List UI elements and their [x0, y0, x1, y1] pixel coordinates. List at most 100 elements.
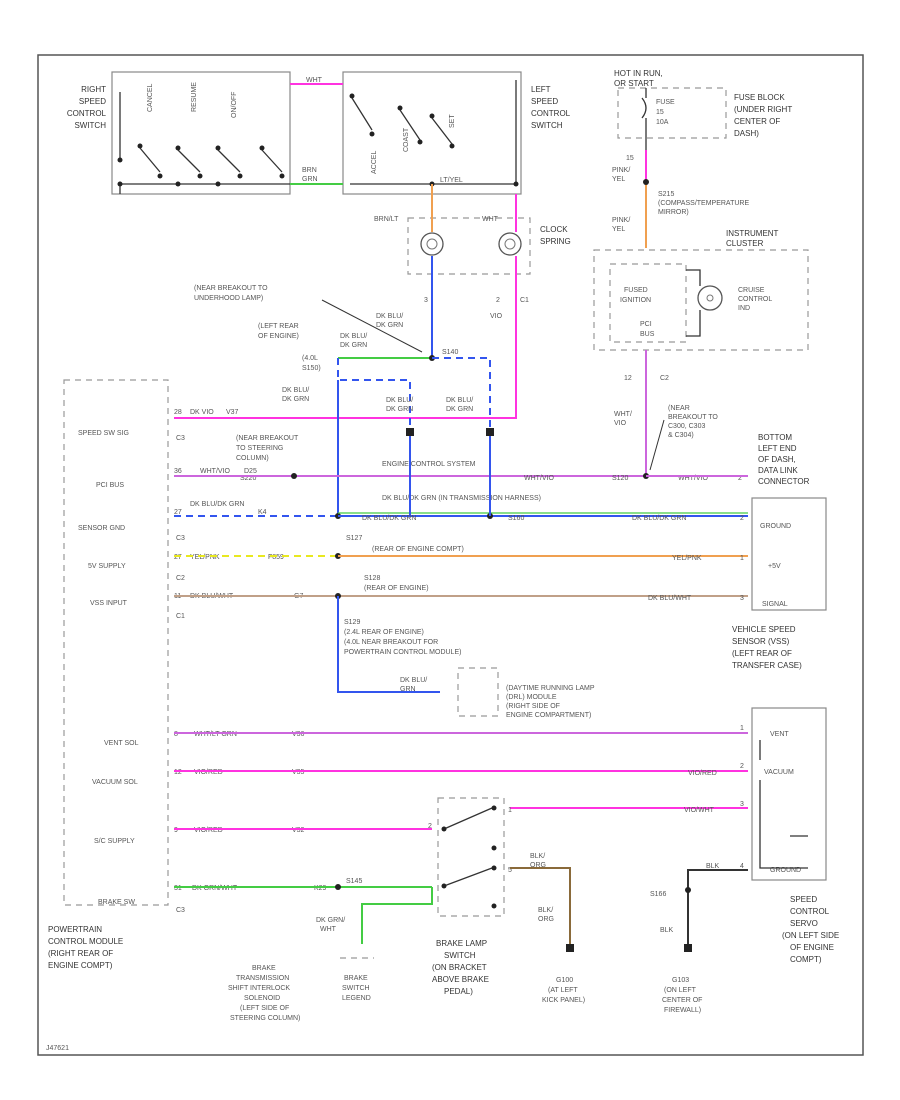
pin-label: 3	[740, 801, 744, 808]
pin-label: 1	[740, 555, 744, 562]
pcm-pin-name: VENT SOL	[104, 740, 139, 747]
label-line: BRAKE LAMP	[436, 939, 487, 948]
conn-label: C1	[520, 297, 529, 304]
wire-label: PINK/	[612, 167, 630, 174]
wire-label: GRN	[400, 686, 416, 693]
wire-label: GRN	[302, 176, 318, 183]
label-line: DATA LINK	[758, 466, 798, 475]
label-line: ENGINE COMPARTMENT)	[506, 712, 591, 719]
wire-label: BRN	[302, 167, 317, 174]
label-line: (DRL) MODULE	[506, 694, 557, 701]
pin-number: 8	[174, 731, 178, 738]
label-line: SHIFT INTERLOCK	[228, 985, 290, 992]
pin-label: 2	[740, 515, 744, 522]
pin-label: 5	[508, 867, 512, 874]
label-line: (DAYTIME RUNNING LAMP	[506, 685, 595, 692]
wire-label: VIO	[614, 420, 627, 427]
label-line: PCI	[640, 321, 652, 328]
diagram-frame	[37, 54, 864, 1056]
clock-spring: CLOCK SPRING BRN/LT WHT 3 2 C1 DK BLU/ D…	[374, 216, 571, 329]
wire-label: BLK	[660, 927, 674, 934]
cancel-switch-label: CANCEL	[147, 83, 154, 112]
pin-label: 3	[740, 595, 744, 602]
label-line: (RIGHT REAR OF	[48, 949, 113, 958]
label-line: HOT IN RUN,	[614, 69, 663, 78]
circuit-label: V35	[292, 769, 305, 776]
wire-label: BLK/	[538, 907, 553, 914]
label-line: SWITCH	[74, 121, 106, 130]
label-line: (COMPASS/TEMPERATURE	[658, 200, 749, 207]
drl-module: (DAYTIME RUNNING LAMP (DRL) MODULE (RIGH…	[457, 667, 595, 719]
label-line: SWITCH	[444, 951, 476, 960]
wire-label: DK BLU/WHT	[648, 595, 692, 602]
label-line: ENGINE COMPT)	[48, 961, 113, 970]
label-line: (ON BRACKET	[432, 963, 487, 972]
label-line: SWITCH	[342, 985, 370, 992]
pcm-pin-name: PCI BUS	[96, 482, 124, 489]
wire-label: DK GRN/	[316, 917, 345, 924]
pin-number: 27	[174, 509, 182, 516]
left-speed-control-switch: LEFT SPEED CONTROL SWITCH ACCEL COAST SE…	[342, 71, 571, 195]
ecs-label: ENGINE CONTROL SYSTEM	[382, 461, 476, 468]
wire-label: WHT/VIO	[524, 475, 554, 482]
ground-label: CENTER OF	[662, 997, 702, 1004]
wire-label: WHT	[306, 77, 323, 84]
pin-label: 2	[428, 823, 432, 830]
label-line: OR START	[614, 79, 654, 88]
vss-pin: GROUND	[760, 523, 791, 530]
label-line: IND	[738, 305, 750, 312]
conn-label: C2	[660, 375, 669, 382]
pcm-pin-name: VSS INPUT	[90, 600, 128, 607]
conn-label: C2	[176, 575, 185, 582]
wire-label: DK VIO	[190, 409, 214, 416]
wire-label: YEL/PNK	[190, 554, 220, 561]
label-line: FUSED	[624, 287, 648, 294]
wire-label: DK GRN	[340, 342, 367, 349]
servo-pin: GROUND	[770, 867, 801, 874]
wire-label: LT/YEL	[440, 177, 463, 184]
circuit-label: K4	[258, 509, 267, 516]
wire-label: YEL/PNK	[672, 555, 702, 562]
accel-switch-label: ACCEL	[371, 151, 378, 174]
footer-id: J47621	[46, 1045, 69, 1052]
label-line: CLUSTER	[726, 239, 764, 248]
conn-label: C3	[176, 535, 185, 542]
harness-note: DK BLU/DK GRN (IN TRANSMISSION HARNESS)	[382, 495, 541, 502]
pcm-pin-name: SPEED SW SIG	[78, 430, 129, 437]
label-line: OF DASH,	[758, 455, 796, 464]
label-line: CRUISE	[738, 287, 765, 294]
wire-label: DK GRN	[446, 406, 473, 413]
label-line: PEDAL)	[444, 987, 473, 996]
pin-label: 1	[740, 725, 744, 732]
label-line: (UNDER RIGHT	[734, 105, 792, 114]
label-line: BOTTOM	[758, 433, 792, 442]
pcm-pin-name: VACUUM SOL	[92, 779, 138, 786]
label-line: UNDERHOOD LAMP)	[194, 295, 263, 302]
fuse-block: HOT IN RUN, OR START FUSE 15 10A FUSE BL…	[612, 69, 792, 233]
label-line: CONTROL MODULE	[48, 937, 123, 946]
splice-label: S160	[508, 515, 524, 522]
label-line: MIRROR)	[658, 209, 689, 216]
fuse-number: 15	[656, 109, 664, 116]
label-line: CONTROL	[531, 109, 571, 118]
ground-label: FIREWALL)	[664, 1007, 701, 1014]
wire-label: YEL	[612, 176, 625, 183]
wire-label: DK BLU/	[376, 313, 403, 320]
label-line: S215	[658, 191, 674, 198]
wire-label: VIO/RED	[194, 769, 223, 776]
wire-label: ORG	[538, 916, 554, 923]
label-line: LEFT END	[758, 444, 797, 453]
servo-pin: VACUUM	[764, 769, 794, 776]
label-line: BREAKOUT TO	[668, 414, 718, 421]
label-line: COMPT)	[790, 955, 822, 964]
wire-label: BLK	[706, 863, 720, 870]
wire-label: DK GRN	[376, 322, 403, 329]
label-line: BUS	[640, 331, 655, 338]
label-line: SPEED	[531, 97, 558, 106]
wire-label: VIO/WHT	[684, 807, 715, 814]
pin-number: 31	[174, 885, 182, 892]
pin-label: 4	[740, 863, 744, 870]
wire-label: DK GRN	[386, 406, 413, 413]
fuse-amps: 10A	[656, 119, 669, 126]
pin-number: 9	[174, 827, 178, 834]
